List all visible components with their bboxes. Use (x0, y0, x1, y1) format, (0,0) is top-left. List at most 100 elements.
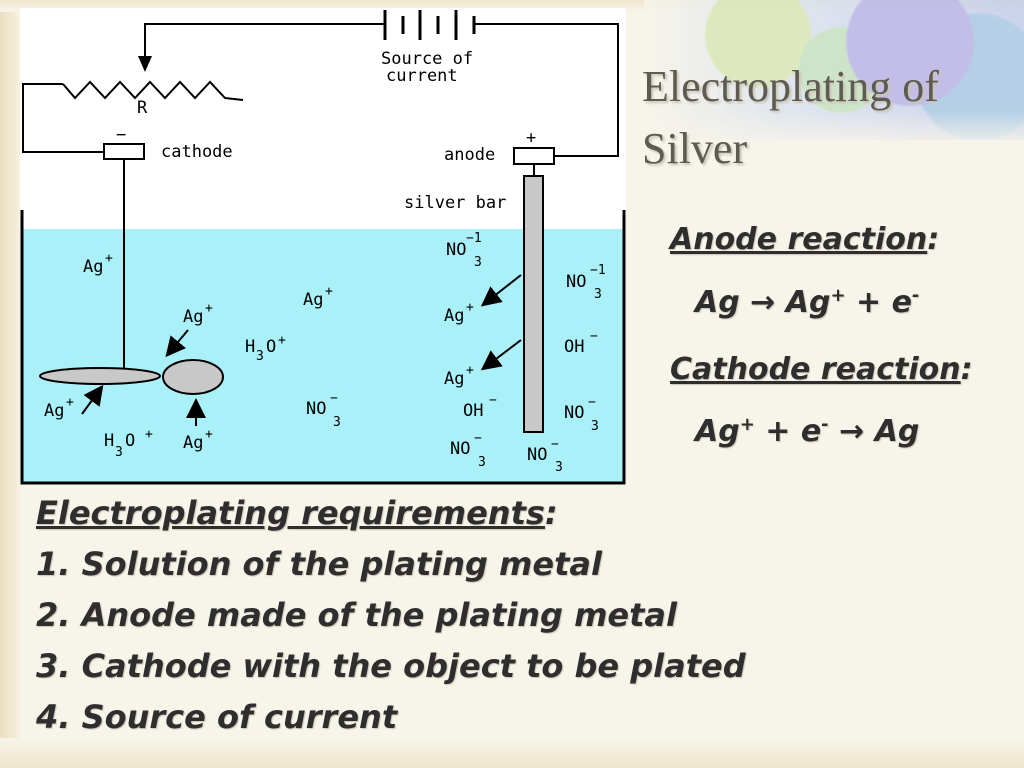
silver-bar-label: silver bar (404, 193, 506, 213)
cathode-object-plate (39, 367, 161, 385)
svg-text:Ag: Ag (444, 369, 464, 389)
svg-text:3: 3 (333, 415, 341, 430)
ion-ag-plus: Ag+ (444, 363, 474, 389)
svg-text:3: 3 (478, 455, 486, 470)
svg-text:−1: −1 (590, 263, 606, 278)
svg-text:H: H (104, 431, 114, 451)
circuit-wire (22, 83, 104, 153)
svg-text:O: O (266, 337, 276, 357)
arrow-icon: → (839, 414, 865, 449)
svg-text:NO: NO (527, 445, 547, 465)
resistor-wiper-arrow (138, 56, 152, 72)
svg-text:Ag: Ag (83, 257, 103, 277)
arrow-icon: → (750, 285, 776, 320)
svg-text:+: + (278, 333, 286, 348)
svg-text:3: 3 (555, 460, 563, 475)
svg-text:−: − (474, 431, 482, 446)
svg-text:NO: NO (564, 403, 584, 423)
anode-sign: + (526, 128, 536, 148)
svg-text:NO: NO (446, 240, 466, 260)
ion-oh-minus: OH− (463, 393, 497, 421)
ion-arrow (480, 274, 522, 307)
ion-ag-plus: Ag+ (44, 395, 74, 421)
ion-no3: NO 3 − (564, 395, 599, 434)
svg-text:+: + (466, 363, 474, 378)
svg-text:Ag: Ag (183, 307, 203, 327)
circuit-wire (144, 23, 385, 56)
ion-arrow (480, 339, 522, 371)
battery-icon (383, 10, 476, 40)
svg-text:H: H (245, 337, 255, 357)
ion-ag-plus: Ag+ (83, 251, 113, 277)
cathode-sign: − (116, 125, 126, 145)
svg-text:+: + (205, 427, 213, 442)
svg-text:−1: −1 (466, 231, 482, 246)
svg-text:Ag: Ag (303, 290, 323, 310)
silver-bar (523, 175, 544, 433)
requirement-item: 1. Solution of the plating metal (36, 545, 602, 583)
svg-text:+: + (105, 251, 113, 266)
ion-ag-plus: Ag+ (183, 427, 213, 453)
svg-text:O: O (125, 431, 135, 451)
svg-text:OH: OH (463, 401, 483, 421)
svg-text:−: − (330, 391, 338, 406)
anode-reaction-heading: Anode reaction: (670, 222, 940, 257)
slide-title: Electroplating of Silver (642, 62, 939, 173)
floral-fade (644, 110, 1024, 150)
requirements-heading: Electroplating requirements: (36, 494, 558, 532)
requirement-item: 4. Source of current (36, 698, 398, 736)
svg-text:NO: NO (566, 272, 586, 292)
cathode-reaction-equation: Ag+ + e- → Ag (695, 414, 920, 449)
svg-text:OH: OH (564, 337, 584, 357)
svg-text:NO: NO (306, 399, 326, 419)
svg-text:3: 3 (115, 445, 123, 460)
svg-text:Ag: Ag (183, 433, 203, 453)
svg-text:+: + (205, 301, 213, 316)
ion-ag-plus: Ag+ (444, 300, 474, 326)
ion-ag-plus: Ag+ (183, 301, 213, 327)
cathode-terminal (103, 143, 145, 160)
svg-text:+: + (66, 395, 74, 410)
cathode-label: cathode (161, 142, 233, 162)
svg-text:+: + (466, 300, 474, 315)
resistor-icon (62, 80, 244, 101)
svg-text:+: + (325, 284, 333, 299)
requirement-item: 2. Anode made of the plating metal (36, 596, 677, 634)
ion-h3o-plus: H3O + (104, 427, 153, 460)
svg-text:3: 3 (474, 255, 482, 270)
ion-no3: NO 3 − (527, 437, 563, 475)
anode-reaction-equation: Ag → Ag+ + e- (695, 285, 920, 320)
anode-label: anode (444, 145, 495, 165)
requirement-item: 3. Cathode with the object to be plated (36, 647, 746, 685)
source-label-line1: Source of (381, 49, 473, 69)
anode-terminal (513, 147, 555, 165)
tank-walls (20, 210, 626, 485)
svg-text:3: 3 (594, 287, 602, 302)
svg-text:Ag: Ag (444, 306, 464, 326)
cathode-reaction-heading: Cathode reaction: (670, 352, 973, 387)
background-left-strip (0, 0, 22, 768)
svg-text:−: − (590, 329, 598, 344)
background-bottom-strip (0, 738, 1024, 768)
source-label-line2: current (386, 66, 458, 86)
circuit-wire (474, 23, 619, 157)
svg-text:−: − (489, 393, 497, 408)
ion-no3-minus1: NO 3 −1 (446, 231, 482, 270)
cathode-object-bulb (162, 359, 224, 395)
svg-text:−: − (551, 437, 559, 452)
resistor-label: R (137, 98, 148, 118)
ion-ag-plus: Ag+ (303, 284, 333, 310)
svg-text:−: − (588, 395, 596, 410)
ion-oh-minus: OH− (564, 329, 598, 357)
svg-text:NO: NO (450, 439, 470, 459)
ion-arrow (81, 384, 104, 415)
requirements-list: Electroplating requirements: 1. Solution… (36, 488, 996, 743)
svg-text:+: + (145, 427, 153, 442)
svg-text:3: 3 (591, 419, 599, 434)
ion-no3: NO 3 − (306, 391, 341, 430)
ion-arrow (165, 329, 189, 358)
svg-text:Ag: Ag (44, 401, 64, 421)
ion-no3: NO 3 − (450, 431, 486, 470)
